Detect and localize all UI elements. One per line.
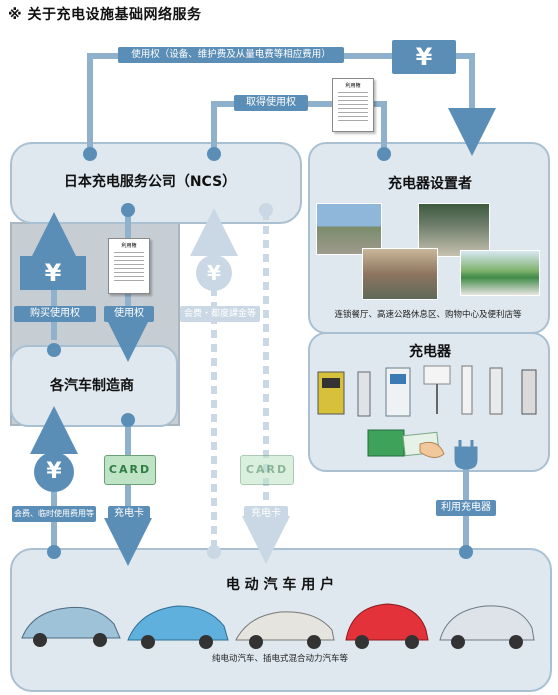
station-photo-4: [460, 250, 540, 296]
car-1: [21, 606, 121, 647]
buy-rights-tag: 购买使用权: [14, 306, 96, 322]
use-charger-tag: 利用充电器: [436, 500, 496, 516]
installer-label: 充电器设置者: [388, 176, 472, 192]
maker-fees-tag: 会费、临时使用费用等: [12, 506, 96, 522]
car-3: [235, 611, 335, 649]
ncs-box: [10, 142, 302, 224]
page-title: ※ 关于充电设施基础网络服务: [8, 7, 202, 23]
charge-card-tag-1: 充电卡: [108, 506, 150, 522]
usage-fee-tag: 使用权（设备、维护费及从量电费等相应费用）: [118, 47, 344, 63]
users-caption: 纯电动汽车、插电式混合动力汽车等: [211, 654, 348, 664]
yen-circle-maker-fees: ¥: [34, 452, 74, 492]
doc-title: 利用権: [345, 83, 361, 89]
usage-rights-tag: 使用权: [104, 306, 154, 322]
usage-rights-document-makers: 利用権: [108, 238, 150, 294]
installer-caption: 连锁餐厅、高速公路休息区、购物中心及便利店等: [334, 310, 522, 320]
yen-circle-membership: ¥: [196, 255, 232, 291]
makers-label: 各汽车制造商: [50, 378, 134, 394]
charge-card-tag-2: 充电卡: [244, 506, 288, 522]
plug-icon: [454, 440, 478, 470]
membership-fee-tag: 会费・都度課金等: [180, 306, 260, 322]
charge-card-icon-2: CARD: [240, 455, 294, 485]
usage-rights-document-top: 利用権: [332, 78, 374, 132]
charger-unit-6: [489, 367, 503, 415]
car-5: [439, 605, 535, 649]
card-reader-illustration: [367, 429, 405, 457]
charger-unit-2: [357, 371, 371, 417]
ncs-label: 日本充电服务公司（NCS）: [63, 174, 237, 190]
car-2: [127, 605, 229, 649]
acquire-rights-tag: 取得使用权: [234, 95, 308, 111]
users-label: 电 动 汽 车 用 户: [225, 577, 335, 593]
charge-card-icon-1: CARD: [104, 455, 156, 485]
car-4: [345, 603, 429, 649]
charger-label: 充电器: [409, 344, 451, 360]
station-photo-1: [316, 203, 382, 255]
yen-icon-makers: ¥: [20, 256, 86, 290]
charger-unit-7: [521, 369, 537, 415]
charger-unit-5: [461, 365, 473, 415]
station-photo-3: [362, 248, 438, 300]
doc-title-2: 利用権: [121, 243, 137, 249]
yen-icon-top: ¥: [392, 40, 456, 74]
